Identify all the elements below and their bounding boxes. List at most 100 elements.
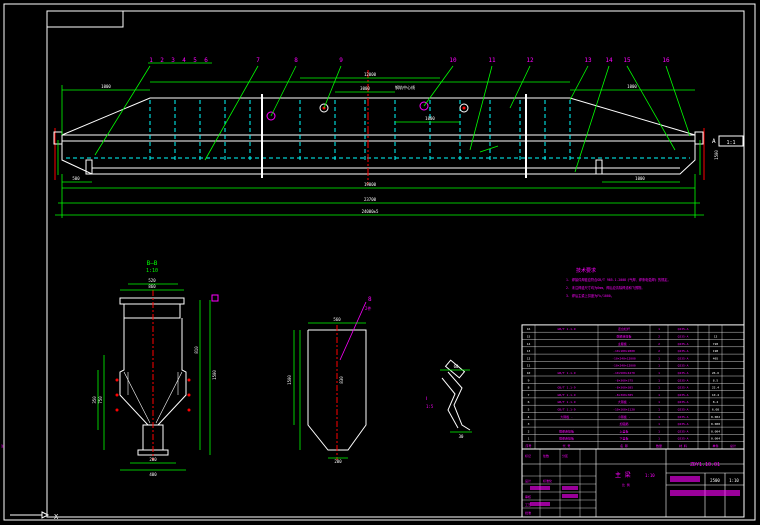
part-name: 主 梁: [615, 471, 631, 479]
marker-circle-1: [266, 111, 276, 121]
bom-cell: 9: [528, 378, 530, 382]
bom-cell: -10×240×12000: [612, 356, 636, 360]
bom-cell: 1: [658, 371, 660, 375]
detail-dim-b: 30: [459, 434, 464, 439]
bom-cell: 2: [658, 342, 660, 346]
bom-cell: GB/T 1.1-9: [557, 386, 575, 390]
part-name-sub: 比 例: [622, 482, 630, 487]
bom-cell: 12: [527, 356, 531, 360]
bom-cell: 大隔板 -: [560, 414, 573, 419]
plate-balloon: 8: [368, 296, 372, 303]
balloon-1: 1: [149, 57, 153, 64]
bom-cell: -10×160×1120: [613, 408, 635, 412]
section-top-flange: [119, 297, 185, 305]
bom-cell: 3: [528, 422, 530, 426]
bom-cell: 0.004: [711, 437, 720, 441]
bom-cell: Q235-A: [678, 437, 689, 441]
bom-cell: 1: [528, 437, 530, 441]
plate-dim-top: 560: [333, 317, 341, 322]
bom-cell: Q235-A: [678, 371, 689, 375]
dim-inner: 23700: [364, 197, 377, 202]
dim-span: 19000: [364, 182, 377, 187]
balloon-13: 13: [584, 57, 592, 64]
title-stamp-4: [562, 486, 578, 490]
balloon-5: 5: [193, 57, 197, 64]
bom-cell: 12: [714, 335, 718, 339]
bom-cell: Q235-A: [678, 408, 689, 412]
detail-plate: [444, 359, 466, 379]
lifting-hole-left: [319, 103, 329, 113]
balloon-7: 7: [256, 57, 260, 64]
bom-cell: 2: [658, 349, 660, 353]
bom-cell: Q235-A: [678, 349, 689, 353]
title-block: 标记 处数 分区 设计 标准化 审核 工艺 批准 主 梁 1:10 比 例 ZD…: [521, 448, 745, 518]
bom-cell: 1: [658, 400, 660, 404]
bom-cell: Q235-A: [678, 386, 689, 390]
ref-mark: A: [712, 138, 716, 145]
note-line-1: 1. 焊接件焊缝应符合GB/T 985.1-2008《气焊、焊条电弧焊》的规定。: [566, 277, 671, 282]
dim-right-small: 1000: [635, 176, 645, 181]
title-stamp-6: [530, 502, 550, 506]
bom-cell: GB/T 1.1-9: [557, 371, 575, 375]
detail-view: Ⅰ 1:5 60 30: [426, 359, 472, 439]
dim-height: 1500: [714, 150, 719, 160]
bom-cell: GB/T 1.1-9: [557, 400, 575, 404]
svg-text:审核: 审核: [525, 494, 531, 499]
bom-cell: 465: [713, 356, 719, 360]
svg-text:标记: 标记: [525, 453, 531, 458]
dim-top-span: 12000: [364, 72, 377, 77]
bom-cell: Q235-A: [678, 415, 689, 419]
section-dim-h3: 750: [98, 396, 103, 404]
bom-header-cell: 备 注: [0, 443, 4, 448]
bom-cell: 加强筋: [619, 421, 628, 426]
ref-box: [718, 135, 744, 147]
technical-notes: 技术要求 1. 焊接件焊缝应符合GB/T 985.1-2008《气焊、焊条电弧焊…: [566, 267, 671, 298]
dim-mid1: 3000: [360, 86, 370, 91]
bom-cell: GB/T 1.1-9: [557, 327, 575, 331]
title-block-grid-left: [522, 449, 596, 517]
bom-cell: 0.002: [711, 415, 720, 419]
title-stamp-2: [670, 490, 740, 496]
bom-cell: Q235-A: [678, 342, 689, 346]
bom-cell: -10×240×12000: [612, 364, 636, 368]
title-stamp-3: [530, 486, 550, 490]
detail-outline: [447, 371, 471, 431]
bom-cell: 端梁连接板: [559, 428, 574, 433]
bom-cell: Q235-A: [678, 356, 689, 360]
bom-cell: Q235-A: [678, 429, 689, 433]
section-title: B—B: [147, 260, 158, 267]
bom-cell: 10.4: [712, 393, 719, 397]
bom-cell: 1: [658, 415, 660, 419]
marker-circle-2: [419, 101, 429, 111]
section-dim-top-w: 860: [148, 284, 156, 289]
section-dim-h1: 810: [194, 346, 199, 354]
plate-dim-mid: 830: [339, 376, 344, 384]
bom-cell: 720: [713, 342, 719, 346]
bom-cell: Q235-A: [678, 364, 689, 368]
svg-text:标准化: 标准化: [543, 478, 552, 483]
bom-cell: -10×500×4270: [613, 371, 635, 375]
bom-cell: 8.4: [713, 400, 719, 404]
bom-cell: -8×360×375: [615, 378, 633, 382]
plate-view: 8 2件 560 1500 200 830: [287, 296, 372, 464]
detail-dim-a: 60: [454, 364, 459, 369]
bom-cell: Q235-A: [678, 422, 689, 426]
balloon-15: 15: [623, 57, 631, 64]
drawing-number-box: [46, 10, 124, 28]
section-bolts: [115, 378, 191, 412]
lifting-hole-right: [459, 103, 469, 113]
bom-cell: 1: [658, 378, 660, 382]
rail-label: 钢轨中心线: [395, 84, 415, 90]
bom-cell: 13: [527, 349, 531, 353]
bom-header-cell: 代 号: [563, 443, 571, 448]
bom-cell: 0.008: [711, 422, 720, 426]
title-block-frame: [521, 448, 745, 518]
bom-cell: 0.004: [711, 429, 720, 433]
bom-cell: 1: [658, 437, 660, 441]
svg-text:设计: 设计: [525, 478, 531, 483]
bom-cell: 1: [658, 386, 660, 390]
bom-cell: 14: [527, 342, 531, 346]
title-stamp-1: [670, 476, 700, 482]
